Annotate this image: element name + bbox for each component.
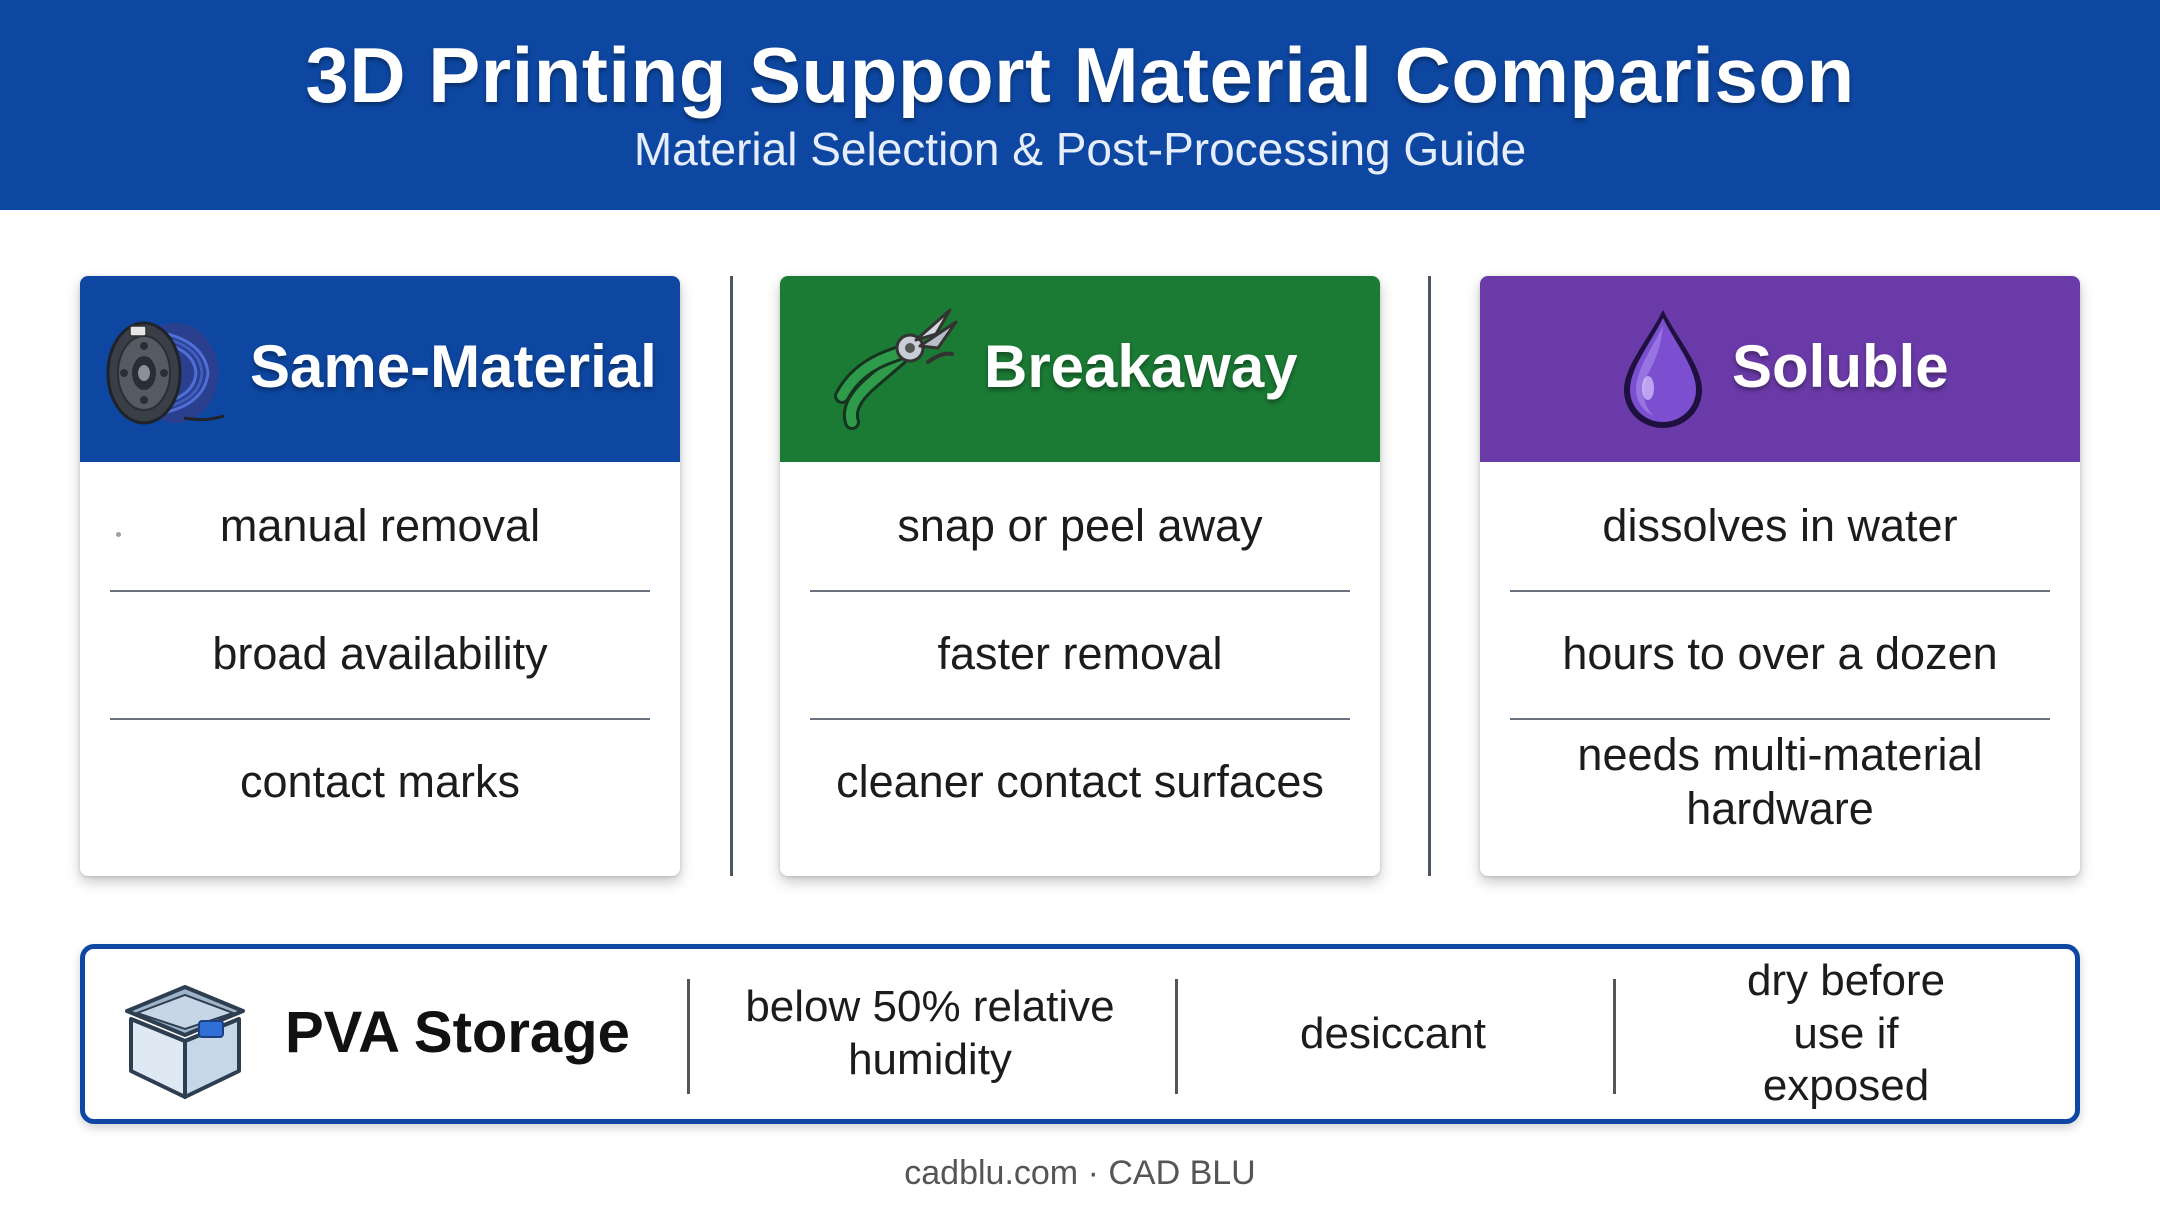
card-header-same-material: Same-Material	[80, 276, 680, 462]
card-item: broad availability	[212, 628, 548, 679]
row-divider	[810, 590, 1350, 592]
card-body: snap or peel away faster removal cleaner…	[780, 462, 1380, 876]
footer-credit: cadblu.com · CAD BLU	[904, 1154, 1256, 1192]
row-divider	[1510, 718, 2050, 720]
pliers-icon	[832, 304, 962, 439]
card-title: Same-Material	[250, 333, 657, 400]
column-divider	[730, 276, 733, 876]
card-body: dissolves in water hours to over a dozen…	[1480, 462, 2080, 876]
pva-storage-panel: PVA Storage below 50% relative humidity …	[80, 944, 2080, 1124]
bullet-dot	[116, 532, 121, 537]
filament-spool-icon	[104, 318, 225, 433]
storage-title: PVA Storage	[285, 1000, 630, 1065]
storage-box-icon	[115, 967, 255, 1112]
water-drop-icon	[1618, 306, 1708, 437]
card-title: Breakaway	[984, 333, 1298, 400]
card-item: snap or peel away	[897, 500, 1263, 551]
row-divider	[110, 590, 650, 592]
card-item: needs multi-material hardware	[1577, 729, 1983, 834]
card-item: hours to over a dozen	[1562, 628, 1998, 679]
page-title: 3D Printing Support Material Comparison	[305, 31, 1855, 119]
storage-item: dry before use if exposed	[1746, 955, 1946, 1111]
storage-item: desiccant	[1300, 1008, 1486, 1058]
card-item: faster removal	[937, 628, 1223, 679]
card-body: manual removal broad availability contac…	[80, 462, 680, 876]
row-divider	[1510, 590, 2050, 592]
cell-divider	[1175, 979, 1178, 1094]
page-subtitle: Material Selection & Post-Processing Gui…	[633, 123, 1527, 175]
card-header-breakaway: Breakaway	[780, 276, 1380, 462]
card-item: manual removal	[219, 500, 541, 551]
storage-item: below 50% relative humidity	[745, 982, 1115, 1084]
row-divider	[110, 718, 650, 720]
card-item: dissolves in water	[1602, 500, 1958, 551]
card-header-soluble: Soluble	[1480, 276, 2080, 462]
column-divider	[1428, 276, 1431, 876]
cell-divider	[687, 979, 690, 1094]
card-same-material: Same-Material manual removal broad avail…	[80, 276, 680, 876]
card-soluble: Soluble dissolves in water hours to over…	[1480, 276, 2080, 876]
card-item: contact marks	[239, 756, 521, 807]
cell-divider	[1613, 979, 1616, 1094]
header-banner: 3D Printing Support Material Comparison …	[0, 0, 2160, 210]
card-breakaway: Breakaway snap or peel away faster remov…	[780, 276, 1380, 876]
row-divider	[810, 718, 1350, 720]
card-item: cleaner contact surfaces	[836, 756, 1324, 807]
card-title: Soluble	[1732, 333, 1949, 400]
